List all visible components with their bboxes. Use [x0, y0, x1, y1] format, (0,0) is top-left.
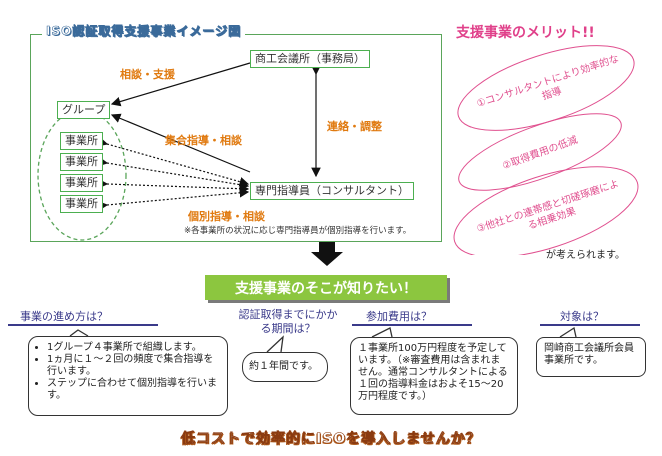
arrow-office-2 — [97, 156, 250, 190]
answer-cost: １事業所100万円程度を予定しています。（※審査費用は含まれません。通常コンサル… — [358, 343, 508, 402]
diagram-title: ISO認証取得支援事業イメージ図 — [42, 22, 246, 39]
chamber-box: 商工会議所（事務局） — [250, 50, 370, 68]
down-arrow — [311, 242, 343, 266]
answer-period-bubble: 約１年間です。 — [242, 352, 328, 382]
faq-banner: 支援事業のそこが知りたい！ — [205, 275, 447, 300]
label-group-guidance: 集合指導・相談 — [165, 134, 242, 147]
answer-target: 岡崎商工会議所会員事業所です。 — [544, 343, 634, 366]
merit-ellipse-2 — [458, 113, 622, 191]
group-box: グループ — [57, 101, 111, 119]
answer-cost-bubble: １事業所100万円程度を予定しています。（※審査費用は含まれません。通常コンサル… — [350, 337, 518, 415]
merits-footer: が考えられます。 — [546, 250, 625, 261]
arrow-chamber-group — [110, 62, 251, 107]
question-process-underline — [8, 324, 158, 326]
label-consult-support: 相談・支援 — [120, 68, 175, 81]
answer-process-item: 1ヵ月に１～２回の頻度で集合指導を行います。 — [47, 354, 221, 378]
arrow-office-1 — [97, 137, 250, 187]
merits-title: 支援事業のメリット!! — [456, 25, 595, 41]
bubble-tail-3 — [371, 327, 393, 338]
answer-process-item: ステップに合わせて個別指導を行います。 — [47, 378, 221, 402]
office-box-4: 事業所 — [60, 195, 103, 213]
bubble-tail-1 — [69, 329, 89, 337]
office-box-3: 事業所 — [60, 174, 103, 192]
arrow-office-4 — [98, 187, 250, 211]
diagram-note: ※各事業所の状況に応じ専門指導員が個別指導を行います。 — [184, 226, 412, 236]
bubble-tail-2 — [266, 335, 284, 353]
bubble-tail-4 — [559, 326, 577, 338]
question-target: 対象は？ — [560, 310, 604, 323]
question-period: 認証取得までにかかる期間は？ — [238, 308, 338, 335]
consultant-box: 専門指導員（コンサルタント） — [250, 182, 414, 200]
label-individual-guidance: 個別指導・相談 — [188, 210, 265, 223]
question-process: 事業の進め方は？ — [20, 310, 108, 323]
answer-process-item: 1グループ４事業所で組織します。 — [47, 342, 221, 354]
merit-ellipse-3 — [453, 166, 639, 255]
answer-target-bubble: 岡崎商工会議所会員事業所です。 — [536, 337, 646, 377]
question-target-underline — [540, 324, 640, 326]
office-box-1: 事業所 — [60, 132, 103, 150]
question-cost-underline — [352, 324, 472, 326]
label-contact: 連絡・調整 — [327, 120, 382, 133]
question-cost: 参加費用は？ — [366, 310, 432, 323]
answer-period: 約１年間です。 — [249, 361, 318, 372]
bottom-slogan: 低コストで効率的にISOを導入しませんか？ — [181, 431, 481, 448]
arrow-office-3 — [98, 178, 250, 194]
answer-process-bubble: 1グループ４事業所で組織します。 1ヵ月に１～２回の頻度で集合指導を行います。 … — [28, 336, 228, 416]
merit-ellipses — [453, 45, 639, 255]
office-box-2: 事業所 — [60, 153, 103, 171]
